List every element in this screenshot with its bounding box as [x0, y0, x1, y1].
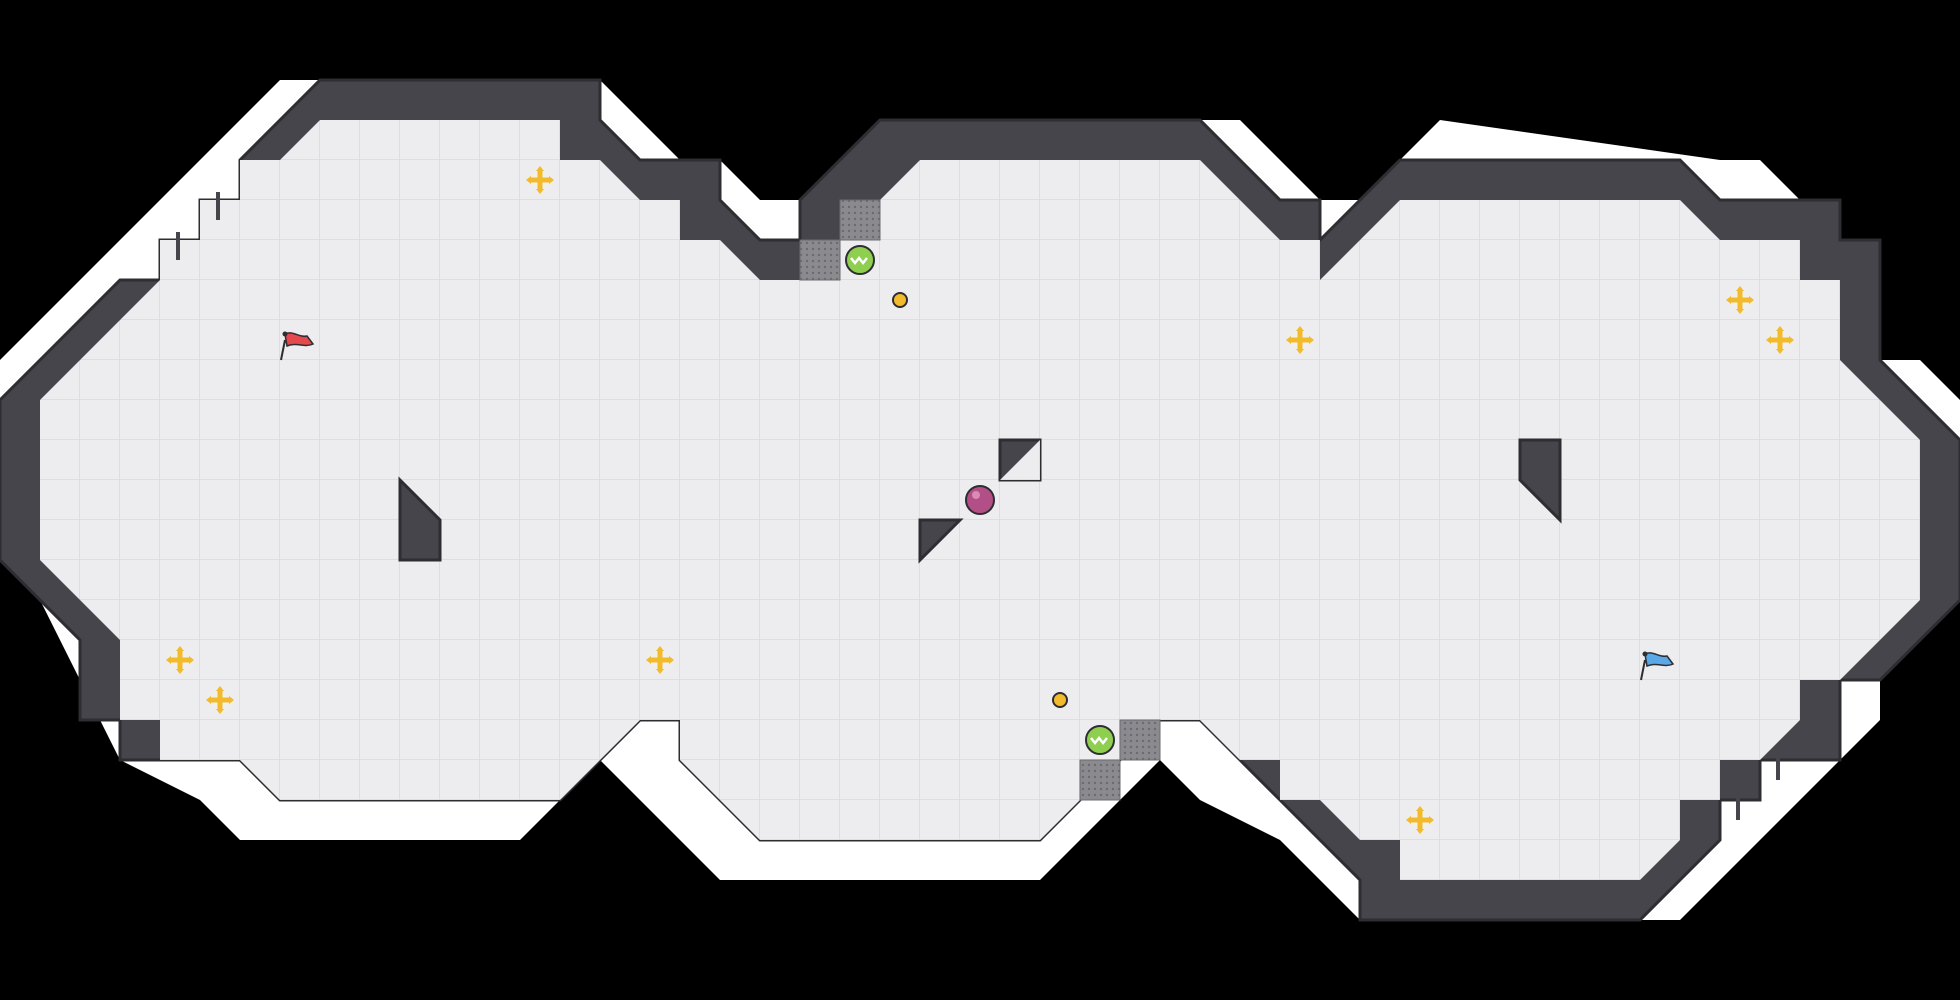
powerup-icon — [1085, 725, 1115, 755]
speed-pad-icon — [799, 239, 841, 281]
boost-icon — [524, 164, 556, 196]
red-flag-icon — [280, 331, 315, 361]
boost-icon — [1724, 284, 1756, 316]
wall-notches — [176, 192, 1820, 820]
boost-icon — [204, 684, 236, 716]
boost-icon — [644, 644, 676, 676]
speed-pad-icon — [839, 199, 881, 241]
player-ball-icon — [965, 485, 995, 515]
speed-pad-icon — [1119, 719, 1161, 761]
boost-icon — [164, 644, 196, 676]
wall-block-left — [398, 476, 442, 562]
boost-icon — [1404, 804, 1436, 836]
speed-pads — [799, 199, 1161, 801]
wall-block-right — [1518, 438, 1562, 524]
blue-flag-icon — [1640, 651, 1675, 681]
wall-triangle-upper-cut — [1000, 440, 1040, 480]
speed-pad-icon — [1079, 759, 1121, 801]
powerup-icon — [845, 245, 875, 275]
boost-icon — [1764, 324, 1796, 356]
boost-icon — [1284, 324, 1316, 356]
bomb-icon — [1052, 692, 1068, 708]
bomb-icon — [892, 292, 908, 308]
wall-triangle-lower — [918, 518, 964, 564]
boost-pads — [164, 164, 1796, 836]
